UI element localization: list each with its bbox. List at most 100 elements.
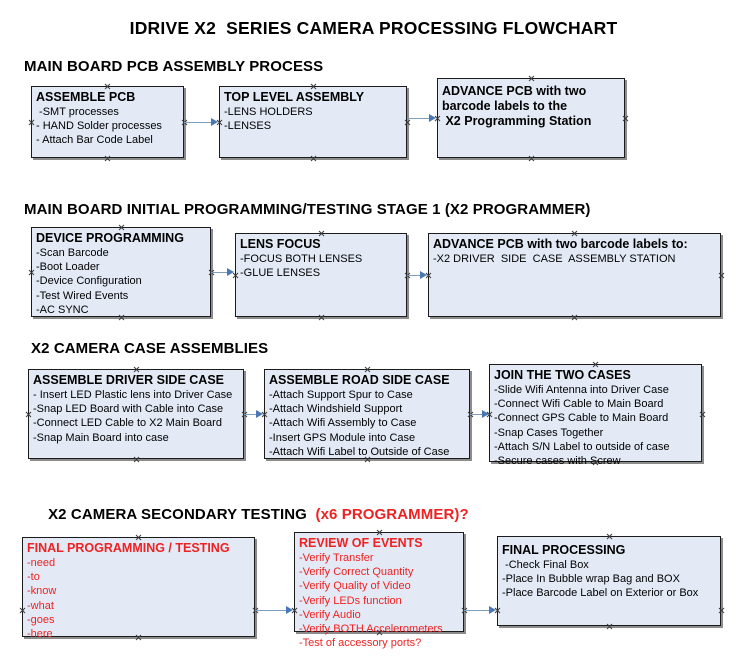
box-assemble-driver-side-case-line-3: -Snap Main Board into case	[33, 431, 169, 444]
box-assemble-pcb-content: ASSEMBLE PCB -SMT processes - HAND Solde…	[36, 90, 181, 148]
box-review-of-events-line-3: -Verify LEDs function	[299, 594, 402, 607]
box-advance-pcb-programming-station[interactable]: ADVANCE PCB with two barcode labels to t…	[437, 78, 625, 158]
box-top-level-assembly-header: TOP LEVEL ASSEMBLY	[224, 90, 365, 104]
connector-line	[470, 414, 483, 415]
box-assemble-road-side-case[interactable]: ASSEMBLE ROAD SIDE CASE -Attach Support …	[264, 369, 470, 459]
box-assemble-driver-side-case[interactable]: ASSEMBLE DRIVER SIDE CASE - Insert LED P…	[28, 369, 244, 459]
box-assemble-driver-side-case-content: ASSEMBLE DRIVER SIDE CASE - Insert LED P…	[33, 373, 241, 445]
connector-arrowhead	[286, 606, 293, 614]
connector-arrowhead	[489, 606, 496, 614]
box-top-level-assembly-line-1: -LENSES	[224, 120, 272, 133]
section-heading-main-board-initial-programming: MAIN BOARD INITIAL PROGRAMMING/TESTING S…	[24, 201, 591, 218]
box-device-programming-line-0: -Scan Barcode	[36, 247, 109, 259]
connector-arrowhead	[256, 410, 263, 418]
box-advance-pcb-driver-side-station-content: ADVANCE PCB with two barcode labels to: …	[433, 237, 718, 266]
box-final-programming-testing-line-2: -know	[27, 585, 57, 598]
box-assemble-driver-side-case-line-0: - Insert LED Plastic lens into Driver Ca…	[33, 389, 233, 401]
box-lens-focus-line-0: -FOCUS BOTH LENSES	[240, 253, 363, 265]
box-review-of-events-line-2: -Verify Quality of Video	[299, 580, 411, 593]
box-join-the-two-cases-line-3: -Snap Cases Together	[494, 426, 604, 439]
box-device-programming[interactable]: DEVICE PROGRAMMING -Scan Barcode -Boot L…	[31, 227, 211, 317]
box-final-programming-testing-line-3: -what	[27, 599, 54, 612]
box-device-programming-line-1: -Boot Loader	[36, 261, 100, 274]
box-advance-pcb-driver-side-station-header: ADVANCE PCB with two barcode labels to:	[433, 237, 688, 251]
box-review-of-events-line-1: -Verify Correct Quantity	[299, 566, 414, 579]
section-heading-x2-camera-secondary-testing: X2 CAMERA SECONDARY TESTING (x6 PROGRAMM…	[31, 489, 469, 540]
connector-line	[407, 118, 430, 119]
box-device-programming-line-3: -Test Wired Events	[36, 289, 129, 302]
box-lens-focus-line-1: -GLUE LENSES	[240, 267, 321, 280]
box-assemble-road-side-case-line-0: -Attach Support Spur to Case	[269, 389, 413, 401]
box-final-processing-header: FINAL PROCESSING	[502, 543, 626, 557]
connector-arrowhead	[420, 271, 427, 279]
connector-line	[464, 610, 490, 611]
box-final-processing-line-0: -Check Final Box	[502, 559, 589, 571]
box-device-programming-line-4: -AC SYNC	[36, 303, 89, 316]
box-assemble-pcb-header: ASSEMBLE PCB	[36, 90, 136, 104]
box-join-the-two-cases-header: JOIN THE TWO CASES	[494, 368, 631, 382]
box-assemble-driver-side-case-header: ASSEMBLE DRIVER SIDE CASE	[33, 373, 225, 387]
box-join-the-two-cases-line-1: -Connect Wifi Cable to Main Board	[494, 398, 664, 411]
box-top-level-assembly[interactable]: TOP LEVEL ASSEMBLY -LENS HOLDERS -LENSES	[219, 86, 407, 158]
box-assemble-pcb-line-1: - HAND Solder processes	[36, 120, 162, 133]
connector-line	[407, 275, 421, 276]
box-advance-pcb-programming-station-content: ADVANCE PCB with two barcode labels to t…	[442, 84, 622, 129]
box-assemble-road-side-case-line-4: -Attach Wifi Label to Outside of Case	[269, 445, 450, 458]
box-review-of-events-line-6: -Test of accessory ports?	[299, 637, 422, 650]
box-final-programming-testing-line-0: -need	[27, 557, 56, 569]
section-heading-main-board-pcb-assembly-process: MAIN BOARD PCB ASSEMBLY PROCESS	[24, 58, 324, 75]
box-assemble-driver-side-case-line-1: -Snap LED Board with Cable into Case	[33, 403, 224, 416]
box-advance-pcb-driver-side-station[interactable]: ADVANCE PCB with two barcode labels to: …	[428, 233, 721, 317]
box-device-programming-content: DEVICE PROGRAMMING -Scan Barcode -Boot L…	[36, 231, 208, 317]
box-join-the-two-cases-content: JOIN THE TWO CASES -Slide Wifi Antenna i…	[494, 368, 699, 468]
box-final-processing-line-1: -Place In Bubble wrap Bag and BOX	[502, 573, 680, 586]
box-review-of-events[interactable]: REVIEW OF EVENTS -Verify Transfer -Verif…	[294, 532, 464, 649]
connector-line	[255, 610, 287, 611]
box-assemble-pcb[interactable]: ASSEMBLE PCB -SMT processes - HAND Solde…	[31, 86, 184, 158]
connector-line	[211, 272, 228, 273]
connector-arrowhead	[227, 268, 234, 276]
page-title: IDRIVE X2 SERIES CAMERA PROCESSING FLOWC…	[129, 18, 618, 38]
box-assemble-road-side-case-line-3: -Insert GPS Module into Case	[269, 431, 416, 444]
section-heading-x2-camera-case-assemblies: X2 CAMERA CASE ASSEMBLIES	[31, 340, 269, 357]
connector-arrowhead	[211, 118, 218, 126]
box-final-programming-testing[interactable]: FINAL PROGRAMMING / TESTING -need -to -k…	[22, 537, 255, 640]
box-lens-focus[interactable]: LENS FOCUS -FOCUS BOTH LENSES -GLUE LENS…	[235, 233, 407, 317]
box-advance-pcb-driver-side-station-line-0: -X2 DRIVER SIDE CASE ASSEMBLY STATION	[433, 253, 676, 265]
box-advance-pcb-programming-station-header: ADVANCE PCB with two barcode labels to t…	[442, 84, 592, 128]
box-assemble-driver-side-case-line-2: -Connect LED Cable to X2 Main Board	[33, 417, 222, 430]
connector-arrowhead	[429, 114, 436, 122]
box-assemble-pcb-line-2: - Attach Bar Code Label	[36, 134, 153, 147]
box-assemble-road-side-case-line-2: -Attach Wifi Assembly to Case	[269, 417, 417, 430]
box-join-the-two-cases-line-2: -Connect GPS Cable to Main Board	[494, 412, 669, 425]
connector-line	[184, 122, 212, 123]
box-final-processing[interactable]: FINAL PROCESSING -Check Final Box -Place…	[497, 536, 721, 626]
box-review-of-events-line-4: -Verify Audio	[299, 608, 361, 621]
box-assemble-road-side-case-content: ASSEMBLE ROAD SIDE CASE -Attach Support …	[269, 373, 467, 459]
box-assemble-pcb-line-0: -SMT processes	[36, 106, 119, 118]
box-assemble-road-side-case-header: ASSEMBLE ROAD SIDE CASE	[269, 373, 450, 387]
box-final-programming-testing-content: FINAL PROGRAMMING / TESTING -need -to -k…	[27, 541, 252, 641]
box-lens-focus-content: LENS FOCUS -FOCUS BOTH LENSES -GLUE LENS…	[240, 237, 404, 280]
section-heading-accent: (x6 PROGRAMMER)?	[315, 506, 469, 523]
box-join-the-two-cases-line-0: -Slide Wifi Antenna into Driver Case	[494, 384, 669, 396]
box-top-level-assembly-line-0: -LENS HOLDERS	[224, 106, 313, 118]
box-top-level-assembly-content: TOP LEVEL ASSEMBLY -LENS HOLDERS -LENSES	[224, 90, 404, 133]
box-device-programming-line-2: -Device Configuration	[36, 275, 142, 288]
box-final-programming-testing-header: FINAL PROGRAMMING / TESTING	[27, 541, 230, 555]
box-join-the-two-cases-line-4: -Attach S/N Label to outside of case	[494, 440, 670, 453]
box-join-the-two-cases[interactable]: JOIN THE TWO CASES -Slide Wifi Antenna i…	[489, 364, 702, 467]
box-review-of-events-content: REVIEW OF EVENTS -Verify Transfer -Verif…	[299, 536, 461, 650]
box-assemble-road-side-case-line-1: -Attach Windshield Support	[269, 403, 403, 416]
box-final-processing-content: FINAL PROCESSING -Check Final Box -Place…	[502, 543, 718, 601]
section-heading-text: X2 CAMERA SECONDARY TESTING	[48, 506, 316, 523]
box-review-of-events-line-5: -Verify BOTH Accelerometers	[299, 623, 443, 636]
box-device-programming-header: DEVICE PROGRAMMING	[36, 231, 184, 245]
connector-arrowhead	[482, 410, 489, 418]
box-join-the-two-cases-line-5: -Secure cases with Screw	[494, 455, 621, 468]
box-review-of-events-header: REVIEW OF EVENTS	[299, 536, 423, 550]
box-final-programming-testing-line-5: -here	[27, 628, 53, 641]
connector-line	[244, 414, 257, 415]
box-final-programming-testing-line-1: -to	[27, 571, 40, 584]
box-review-of-events-line-0: -Verify Transfer	[299, 552, 374, 564]
